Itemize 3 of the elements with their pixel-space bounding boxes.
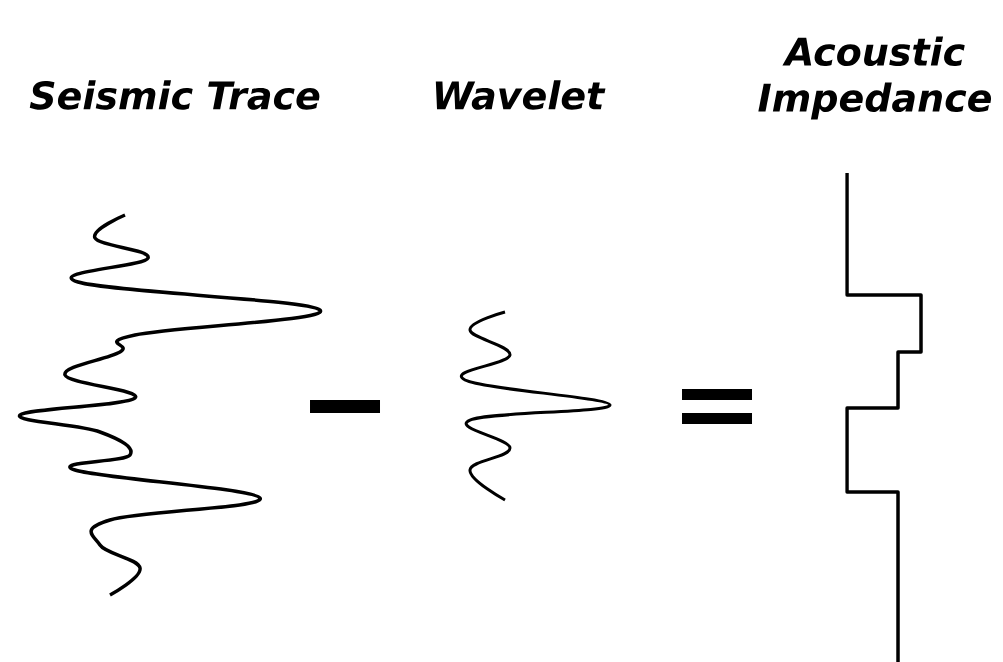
heading: Acoustic Impedance [758,36,992,120]
heading: Wavelet [435,80,606,110]
heading: Seismic Trace [29,80,320,110]
